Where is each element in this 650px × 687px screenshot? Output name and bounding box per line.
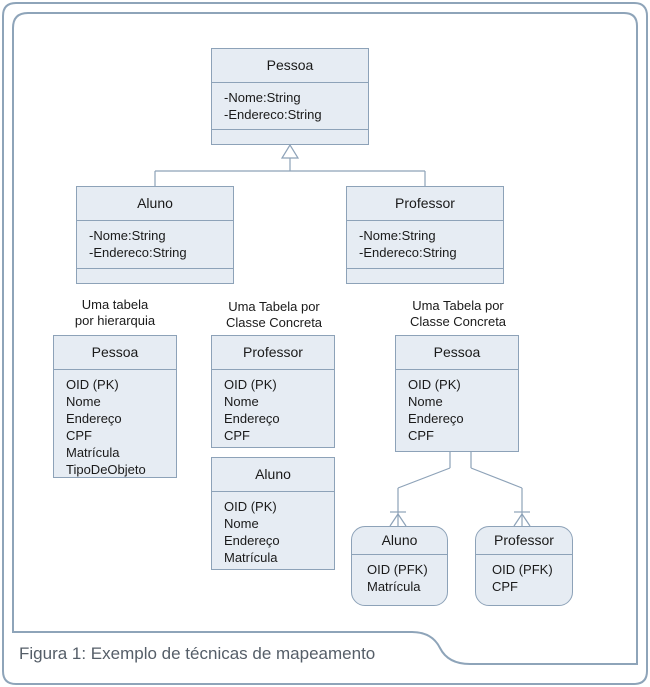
table-name: Pessoa	[396, 336, 518, 370]
uml-attr: -Nome:String	[89, 228, 166, 243]
label-hierarquia: Uma tabela por hierarquia	[74, 297, 156, 328]
table-column: Matrícula	[66, 445, 120, 460]
table-column: Endereço	[408, 411, 464, 426]
table-column: Matrícula	[367, 579, 421, 594]
table-name: Pessoa	[54, 336, 176, 370]
uml-attr: -Nome:String	[224, 90, 301, 105]
table-column: Nome	[408, 394, 443, 409]
table-column: OID (PK)	[224, 377, 277, 392]
table-name: Aluno	[212, 458, 334, 492]
uml-attr: -Endereco:String	[224, 107, 322, 122]
table-column: OID (PFK)	[492, 562, 553, 577]
label-classe-concreta-1: Uma Tabela por Classe Concreta	[225, 299, 323, 330]
uml-class-professor-name: Professor	[347, 187, 503, 221]
table-column: CPF	[224, 428, 250, 443]
table-column: OID (PFK)	[367, 562, 428, 577]
table-column: Endereço	[224, 411, 280, 426]
table-aluno-dependente: Aluno OID (PFK) Matrícula	[351, 526, 448, 606]
table-column: CPF	[408, 428, 434, 443]
table-professor-dependente: Professor OID (PFK) CPF	[475, 526, 573, 606]
table-column: OID (PK)	[224, 499, 277, 514]
table-name: Professor	[476, 527, 572, 555]
label-classe-concreta-2: Uma Tabela por Classe Concreta	[409, 298, 507, 329]
table-aluno-concreta: Aluno OID (PK) Nome Endereço Matrícula	[211, 457, 335, 570]
table-column: Endereço	[66, 411, 122, 426]
uml-attr: -Endereco:String	[89, 245, 187, 260]
uml-class-pessoa-name: Pessoa	[212, 49, 368, 83]
table-column: OID (PK)	[408, 377, 461, 392]
uml-class-professor: Professor -Nome:String -Endereco:String	[346, 186, 504, 284]
table-name: Aluno	[352, 527, 447, 555]
table-column: Nome	[66, 394, 101, 409]
table-professor-concreta: Professor OID (PK) Nome Endereço CPF	[211, 335, 335, 448]
table-column: Nome	[224, 394, 259, 409]
table-pessoa-hierarquia: Pessoa OID (PK) Nome Endereço CPF Matríc…	[53, 335, 177, 478]
table-column: OID (PK)	[66, 377, 119, 392]
table-column: TipoDeObjeto	[66, 462, 146, 477]
table-pessoa-classe: Pessoa OID (PK) Nome Endereço CPF	[395, 335, 519, 452]
table-column: CPF	[66, 428, 92, 443]
uml-class-aluno-name: Aluno	[77, 187, 233, 221]
table-column: Matrícula	[224, 550, 278, 565]
uml-class-pessoa: Pessoa -Nome:String -Endereco:String	[211, 48, 369, 145]
uml-attr: -Endereco:String	[359, 245, 457, 260]
figure-caption: Figura 1: Exemplo de técnicas de mapeame…	[19, 644, 376, 663]
uml-class-aluno: Aluno -Nome:String -Endereco:String	[76, 186, 234, 284]
uml-attr: -Nome:String	[359, 228, 436, 243]
table-name: Professor	[212, 336, 334, 370]
table-column: Endereço	[224, 533, 280, 548]
table-column: CPF	[492, 579, 518, 594]
table-column: Nome	[224, 516, 259, 531]
